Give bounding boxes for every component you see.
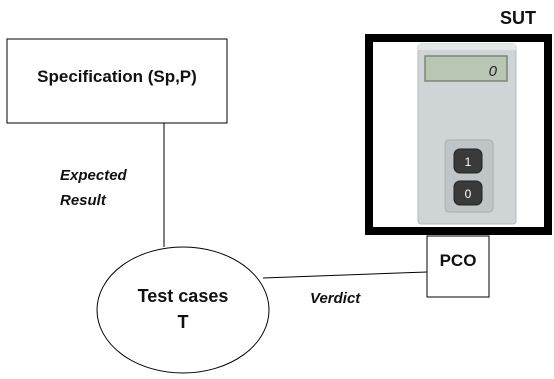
sut-box: 0 1 0	[365, 34, 552, 235]
svg-text:1: 1	[465, 155, 472, 169]
test-cases-label-line1: Test cases	[138, 286, 229, 306]
specification-box: Specification (Sp,P)	[6, 38, 228, 124]
pco-box: PCO	[426, 235, 490, 298]
verdict-label: Verdict	[310, 290, 361, 307]
sut-label: SUT	[500, 8, 536, 28]
calculator-display-value: 0	[489, 63, 498, 80]
calculator-display	[424, 55, 508, 82]
expected-result-label-line1: Expected	[60, 167, 128, 184]
specification-label: Specification (Sp,P)	[37, 67, 197, 86]
pco-label: PCO	[440, 251, 477, 270]
test-cases-label-line2: T	[178, 312, 189, 332]
test-cases-ellipse: Test cases T	[96, 246, 270, 374]
testcases-to-pco-connector	[262, 271, 428, 279]
calculator-button-1[interactable]: 1	[453, 148, 483, 174]
calculator-button-0[interactable]: 0	[453, 180, 483, 206]
expected-result-label-line2: Result	[60, 192, 107, 209]
svg-text:0: 0	[465, 187, 472, 201]
calculator-device: 0 1 0	[417, 43, 517, 225]
